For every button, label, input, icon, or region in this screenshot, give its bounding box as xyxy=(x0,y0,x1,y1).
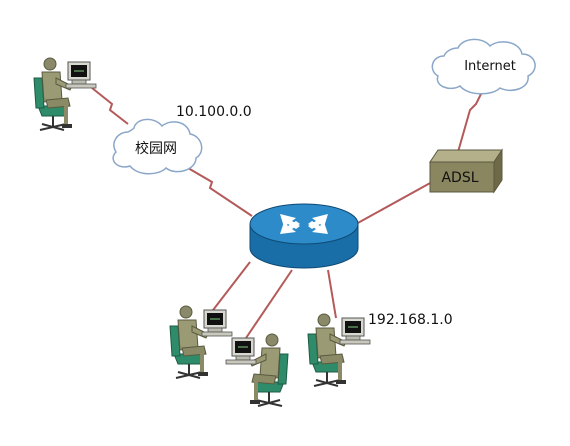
campus-workstation xyxy=(33,57,97,131)
lan-subnet-label: 192.168.1.0 xyxy=(368,312,453,328)
link-adsl-to-router xyxy=(355,181,433,225)
link-router-to-pc-middle xyxy=(245,269,293,339)
campus-network-cloud: 校园网 xyxy=(112,118,203,175)
lan-workstation-left xyxy=(169,305,233,379)
lan-workstation-middle xyxy=(225,333,289,407)
link-internet-to-adsl xyxy=(457,87,485,153)
internet-label: Internet xyxy=(464,59,516,74)
lan-workstation-right xyxy=(307,313,371,387)
link-campus-pc-to-cloud xyxy=(91,87,129,125)
campus-subnet-label: 10.100.0.0 xyxy=(176,104,252,120)
internet-cloud: Internet xyxy=(431,38,536,95)
router xyxy=(249,203,359,269)
adsl-label: ADSL xyxy=(441,170,478,186)
campus-network-label: 校园网 xyxy=(135,140,177,157)
link-cloud-to-router xyxy=(187,167,253,217)
link-router-to-pc-right xyxy=(327,269,337,319)
router-arrows-icon xyxy=(280,214,328,234)
adsl-modem: ADSL xyxy=(429,148,503,194)
links xyxy=(91,87,485,339)
link-router-to-pc-left xyxy=(209,261,251,315)
